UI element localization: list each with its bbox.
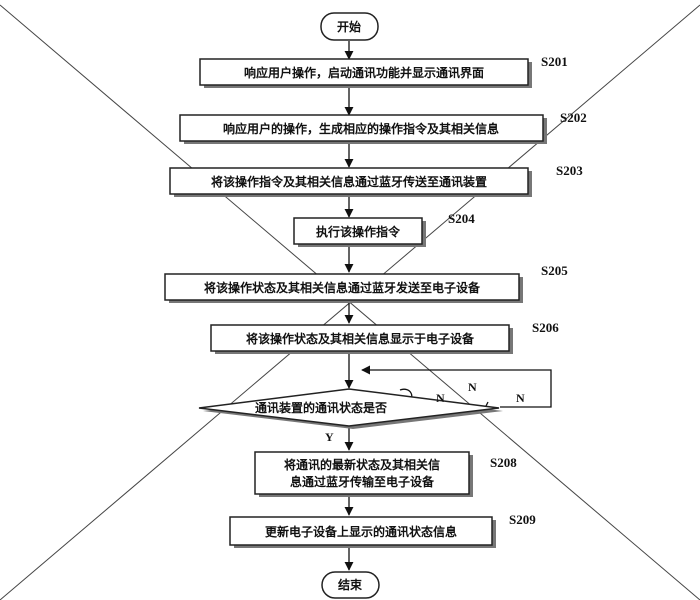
step-s206-id: S206 xyxy=(532,320,559,335)
decision-no-label-3: N xyxy=(516,391,525,405)
step-s205-box xyxy=(164,273,520,301)
step-s208-box xyxy=(254,451,470,495)
step-s209-box xyxy=(229,516,493,546)
step-s202-box xyxy=(179,114,544,142)
loop-no-path xyxy=(361,365,552,408)
step-s203-id: S203 xyxy=(556,163,583,178)
step-s204-box xyxy=(293,217,423,245)
step-s204-id: S204 xyxy=(448,211,475,226)
decision-yes-label: Y xyxy=(325,430,334,444)
decision-no-label-2: N xyxy=(468,380,477,394)
step-s206-box xyxy=(210,324,510,352)
step-s209-id: S209 xyxy=(509,512,536,527)
step-s202-id: S202 xyxy=(560,110,587,125)
step-s206-text: 将该操作状态及其相关信息显示于电子设备 xyxy=(246,331,475,346)
step-s208-id: S208 xyxy=(490,455,517,470)
decision-no-label-1: N xyxy=(436,391,445,405)
decision-diamond xyxy=(198,388,500,427)
step-s201-id: S201 xyxy=(541,54,568,69)
step-s209-text: 更新电子设备上显示的通讯状态信息 xyxy=(265,524,457,539)
start-label: 开始 xyxy=(337,19,361,34)
step-s208-line1: 将通讯的最新状态及其相关信 xyxy=(284,457,440,472)
step-s208-line2: 息通过蓝牙传输至电子设备 xyxy=(290,474,435,489)
step-s205-id: S205 xyxy=(541,263,568,278)
step-s204-text: 执行该操作指令 xyxy=(316,224,401,239)
step-s201-text: 响应用户操作，启动通讯功能并显示通讯界面 xyxy=(244,65,484,80)
step-s202-text: 响应用户的操作，生成相应的操作指令及其相关信息 xyxy=(223,121,499,136)
step-s201-box xyxy=(199,58,529,86)
start-terminal xyxy=(320,12,379,41)
end-label: 结束 xyxy=(338,577,363,592)
end-terminal xyxy=(321,571,380,599)
step-s203-box xyxy=(169,167,529,195)
step-s203-text: 将该操作指令及其相关信息通过蓝牙传送至通讯装置 xyxy=(211,174,487,189)
step-s205-text: 将该操作状态及其相关信息通过蓝牙发送至电子设备 xyxy=(204,280,481,295)
decision-text: 通讯装置的通讯状态是否 xyxy=(255,400,387,415)
